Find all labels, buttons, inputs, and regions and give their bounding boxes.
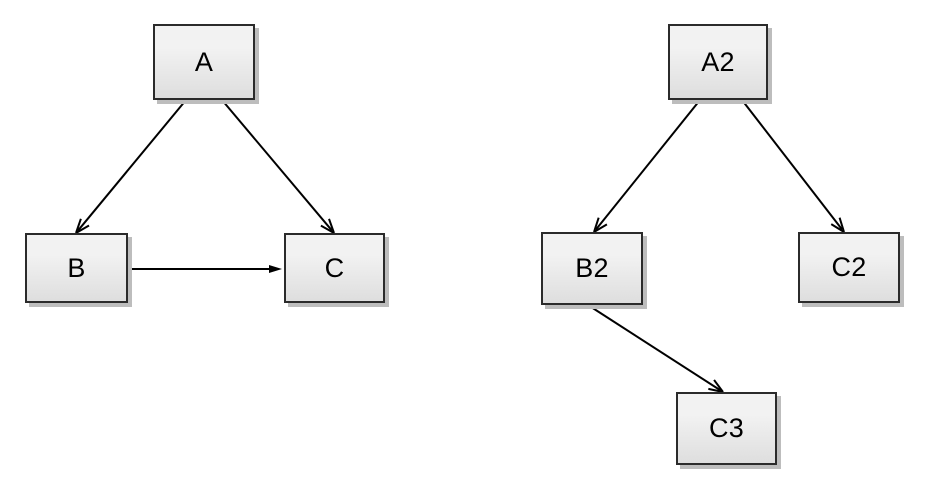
edge-line <box>221 99 333 232</box>
node-label: B <box>67 252 86 283</box>
node-b[interactable]: B <box>25 233 128 303</box>
edge-a-to-c[interactable] <box>221 99 335 234</box>
edge-line <box>587 304 722 392</box>
edge-arrowhead <box>593 217 608 233</box>
edge-a2-to-b2[interactable] <box>593 99 701 233</box>
node-a2[interactable]: A2 <box>668 24 768 100</box>
node-c3[interactable]: C3 <box>676 392 777 465</box>
edge-arrowhead <box>320 218 335 234</box>
node-b2[interactable]: B2 <box>541 232 643 305</box>
edge-line <box>595 99 701 231</box>
edge-line <box>77 99 187 232</box>
edge-b2-to-c3[interactable] <box>587 304 724 393</box>
edge-line <box>741 99 843 231</box>
edge-a2-to-c2[interactable] <box>741 99 845 233</box>
node-label: C3 <box>709 413 744 443</box>
edge-arrowhead <box>269 265 282 273</box>
edge-arrowhead <box>830 217 845 233</box>
node-label: B2 <box>575 253 609 283</box>
node-label: A2 <box>701 46 735 77</box>
node-label: C <box>324 252 345 283</box>
node-label: A <box>194 46 214 77</box>
edge-a-to-b[interactable] <box>75 99 187 234</box>
node-c[interactable]: C <box>284 233 385 303</box>
edge-arrowhead <box>708 379 724 393</box>
node-label: C2 <box>831 252 867 282</box>
edge-b-to-c[interactable] <box>130 265 282 273</box>
node-a[interactable]: A <box>153 24 255 100</box>
edge-arrowhead <box>75 218 90 234</box>
node-c2[interactable]: C2 <box>798 232 900 303</box>
